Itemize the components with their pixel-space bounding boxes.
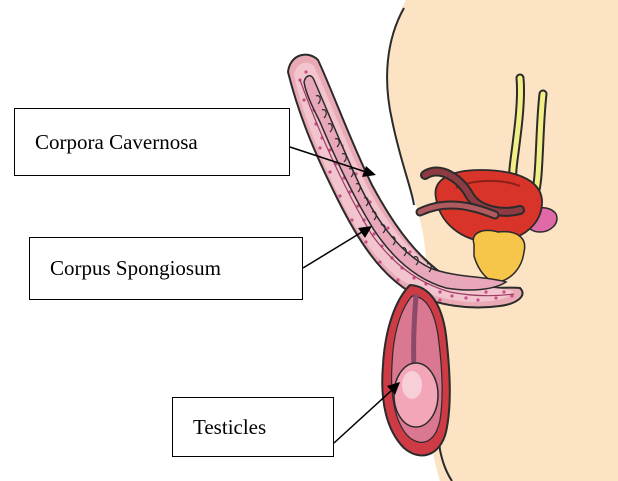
arrow-spongiosum [303,226,372,268]
label-corpus-spongiosum-text: Corpus Spongiosum [50,256,221,281]
label-corpora-cavernosa-text: Corpora Cavernosa [35,130,198,155]
testicle-highlight [402,371,422,399]
label-corpus-spongiosum: Corpus Spongiosum [29,237,303,300]
label-testicles-text: Testicles [193,415,266,440]
label-testicles: Testicles [172,397,334,457]
spermatic-cord [414,296,416,370]
label-corpora-cavernosa: Corpora Cavernosa [14,108,290,176]
